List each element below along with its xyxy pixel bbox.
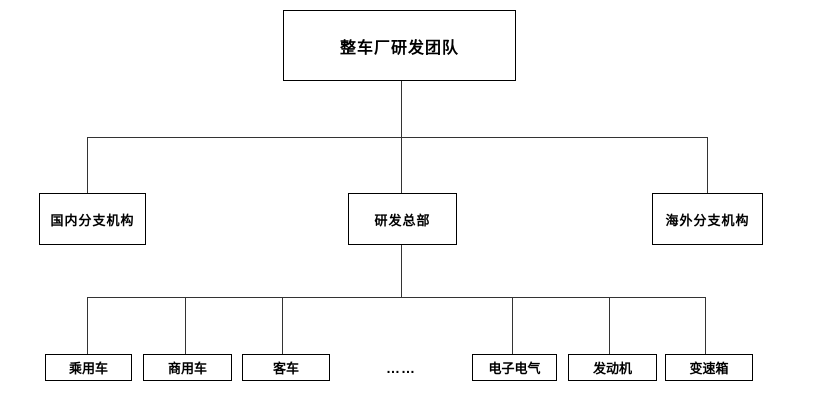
node-electronics-electrical-label: 电子电气: [488, 361, 541, 376]
node-passenger-car: 乘用车: [45, 354, 132, 381]
connector-line: [87, 297, 706, 298]
node-engine-label: 发动机: [592, 361, 632, 376]
node-rd-headquarters-label: 研发总部: [374, 212, 431, 228]
node-oem-rd-team: 整车厂研发团队: [283, 10, 516, 81]
node-bus: 客车: [242, 354, 330, 381]
connector-line: [87, 297, 88, 354]
node-transmission: 变速箱: [665, 354, 753, 381]
node-oem-rd-team-label: 整车厂研发团队: [339, 39, 459, 57]
node-overseas-branches: 海外分支机构: [652, 193, 763, 245]
node-commercial-vehicle: 商用车: [143, 354, 232, 381]
connector-line: [707, 137, 708, 193]
node-commercial-vehicle-label: 商用车: [167, 361, 207, 376]
node-passenger-car-label: 乘用车: [68, 361, 108, 376]
node-electronics-electrical: 电子电气: [472, 354, 557, 381]
connector-line: [87, 137, 88, 193]
connector-line: [87, 137, 708, 138]
connector-line: [609, 297, 610, 354]
connector-line: [705, 297, 706, 354]
connector-line: [185, 297, 186, 354]
node-domestic-branches: 国内分支机构: [39, 193, 146, 245]
node-engine: 发动机: [568, 354, 657, 381]
connector-line: [282, 297, 283, 354]
node-transmission-label: 变速箱: [689, 361, 729, 376]
connector-line: [401, 245, 402, 298]
node-bus-label: 客车: [272, 361, 299, 376]
connector-line: [401, 137, 402, 193]
node-domestic-branches-label: 国内分支机构: [50, 212, 135, 228]
node-rd-headquarters: 研发总部: [348, 193, 457, 245]
connector-line: [401, 81, 402, 138]
connector-line: [512, 297, 513, 354]
ellipsis-label: ……: [386, 359, 416, 376]
node-overseas-branches-label: 海外分支机构: [665, 212, 750, 228]
